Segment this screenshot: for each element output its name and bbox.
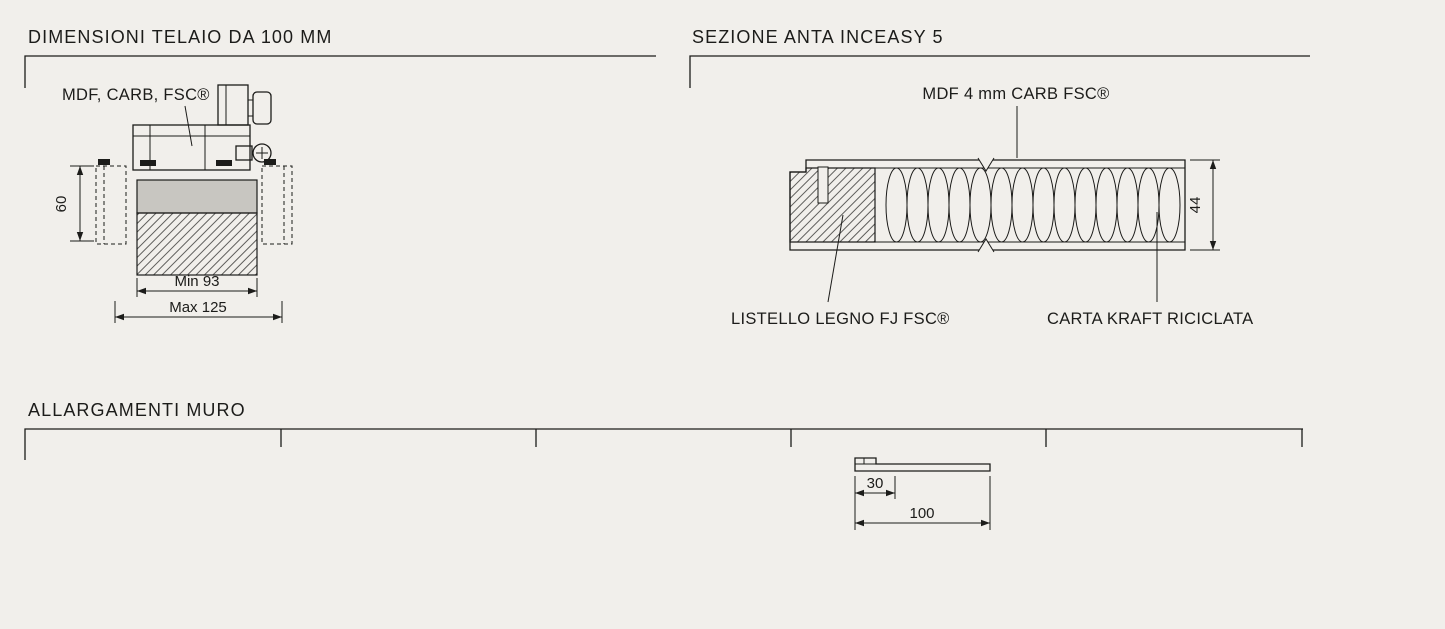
panel-drawing: MDF 4 mm CARB FSC®	[731, 85, 1253, 328]
dimension-60: 60	[53, 165, 94, 242]
section-header-wall: ALLARGAMENTI MURO	[24, 400, 1303, 460]
panel-wood-groove	[817, 166, 829, 204]
panel-wood-strip	[789, 167, 876, 243]
hinge-barrel	[252, 143, 272, 163]
dimension-44: 44	[1187, 159, 1220, 251]
panel-section-rule	[689, 55, 1310, 88]
frame-material-leader-line	[184, 105, 193, 147]
wood-label: LISTELLO LEGNO FJ FSC®	[731, 310, 950, 328]
dim-30-value: 30	[867, 475, 884, 492]
dimension-max-125: Max 125	[114, 299, 283, 323]
frame-drawing: MDF, CARB, FSC®	[53, 84, 293, 323]
dim-44-value: 44	[1187, 197, 1204, 214]
frame-profile	[98, 84, 276, 171]
dim-max-value: Max 125	[169, 299, 227, 316]
section-header-panel: SEZIONE ANTA INCEASY 5	[689, 27, 1310, 88]
dim-100-value: 100	[909, 505, 934, 522]
dim-min-value: Min 93	[174, 273, 219, 290]
dim-60-value: 60	[53, 196, 70, 213]
panel-mdf-label: MDF 4 mm CARB FSC®	[922, 85, 1109, 103]
wall-section-rule	[24, 428, 1303, 460]
frame-gray-band	[136, 179, 258, 214]
dimension-100: 100	[855, 476, 991, 530]
panel-section-title: SEZIONE ANTA INCEASY 5	[692, 27, 944, 47]
seal-clip	[98, 159, 110, 165]
frame-dashed-extensions	[95, 165, 293, 245]
frame-material-label: MDF, CARB, FSC®	[62, 86, 210, 104]
panel-break-marks	[977, 157, 995, 253]
wood-leader-line	[827, 214, 844, 303]
section-header-frame: DIMENSIONI TELAIO DA 100 MM	[24, 27, 656, 88]
seal-clip	[216, 160, 232, 166]
frame-hatched-wall	[136, 212, 258, 276]
seal-clip	[140, 160, 156, 166]
kraft-label: CARTA KRAFT RICICLATA	[1047, 310, 1253, 328]
wall-section-title: ALLARGAMENTI MURO	[28, 400, 246, 420]
seal-clip	[264, 159, 276, 165]
frame-section-title: DIMENSIONI TELAIO DA 100 MM	[28, 27, 332, 47]
hinge-plate	[235, 145, 253, 161]
wall-extension-drawing: 30 100	[854, 457, 991, 530]
dimension-30: 30	[854, 475, 896, 530]
frame-section-rule	[24, 55, 656, 88]
dimension-min-93: Min 93	[136, 273, 258, 297]
